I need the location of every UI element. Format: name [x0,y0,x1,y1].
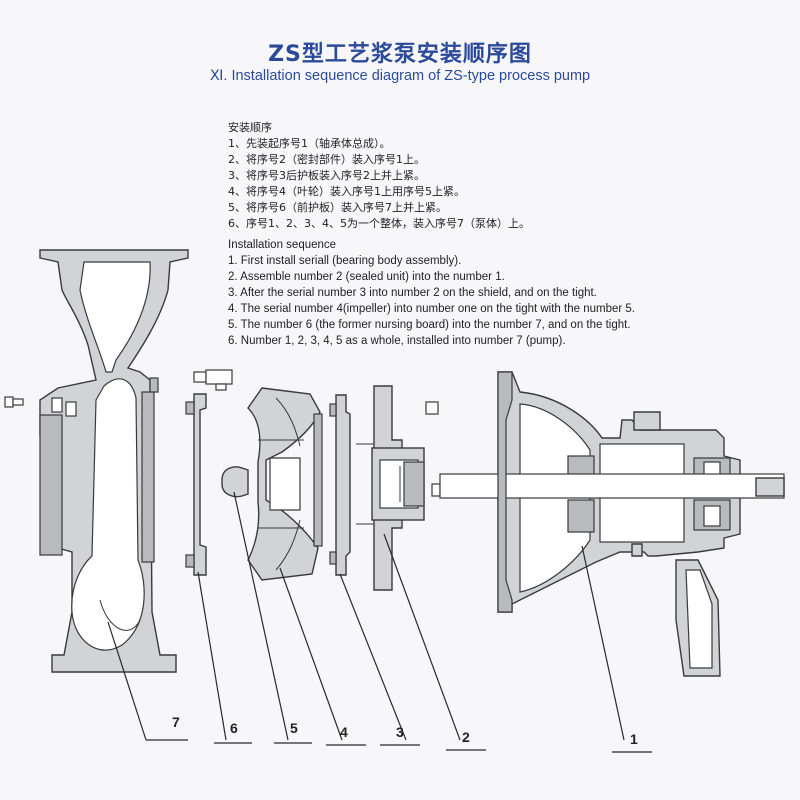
step-zh-3: 3、将序号3后护板装入序号2上并上紧。 [228,169,425,182]
step-zh-4: 4、将序号4（叶轮）装入序号1上用序号5上紧。 [228,185,465,198]
part-2-seal-assembly [356,385,441,591]
step-zh-5: 5、将序号6（前护板）装入序号7上并上紧。 [228,201,447,214]
installation-steps-chinese: 安装顺序 1、先装起序号1（轴承体总成）。 2、将序号2（密封部件）装入序号1上… [228,120,530,232]
step-en-6: 6. Number 1, 2, 3, 4, 5 as a whole, inst… [228,335,566,347]
callout-number-1: 1 [630,731,638,747]
callout-number-4: 4 [340,724,348,740]
part-7-pump-casing [39,249,189,673]
step-en-2: 2. Assemble number 2 (sealed unit) into … [228,271,505,283]
part-6-front-liner [185,393,207,576]
step-en-3: 3. After the serial number 3 into number… [228,287,597,299]
steps-heading-english: Installation sequence [228,239,337,251]
callout-7: 7 [146,714,188,741]
callout-1: 1 [612,731,652,753]
bolt-left [4,396,24,408]
step-en-1: 1. First install seriall (bearing body a… [228,255,462,267]
step-zh-6: 6、序号1、2、3、4、5为一个整体，装入序号7（泵体）上。 [228,217,530,230]
callout-number-3: 3 [396,724,404,740]
callout-number-2: 2 [462,729,470,745]
callout-2: 2 [446,729,486,751]
callout-6: 6 [214,720,252,744]
part-4-impeller [247,387,323,581]
leader-lines [107,491,625,741]
step-en-5: 5. The number 6 (the former nursing boar… [228,319,631,331]
step-zh-1: 1、先装起序号1（轴承体总成）。 [228,137,391,150]
part-5-impeller-nut [221,466,249,498]
callout-number-5: 5 [290,720,298,736]
callout-3: 3 [380,724,420,746]
part-3-rear-liner [329,394,351,576]
steps-heading-chinese: 安装顺序 [228,121,272,134]
diagram-title-chinese: ZS型工艺浆泵安装顺序图 [268,42,532,67]
callout-4: 4 [326,724,366,746]
step-zh-2: 2、将序号2（密封部件）装入序号1上。 [228,153,425,166]
part-1-bearing-assembly [439,371,785,677]
callout-5: 5 [274,720,312,744]
step-en-4: 4. The serial number 4(impeller) into nu… [228,303,635,315]
callout-number-6: 6 [230,720,238,736]
diagram-title-english: Ⅺ. Installation sequence diagram of ZS-t… [209,68,591,84]
callout-number-7: 7 [172,714,180,730]
bolt-top [193,369,233,391]
installation-steps-english: Installation sequence 1. First install s… [228,237,635,349]
